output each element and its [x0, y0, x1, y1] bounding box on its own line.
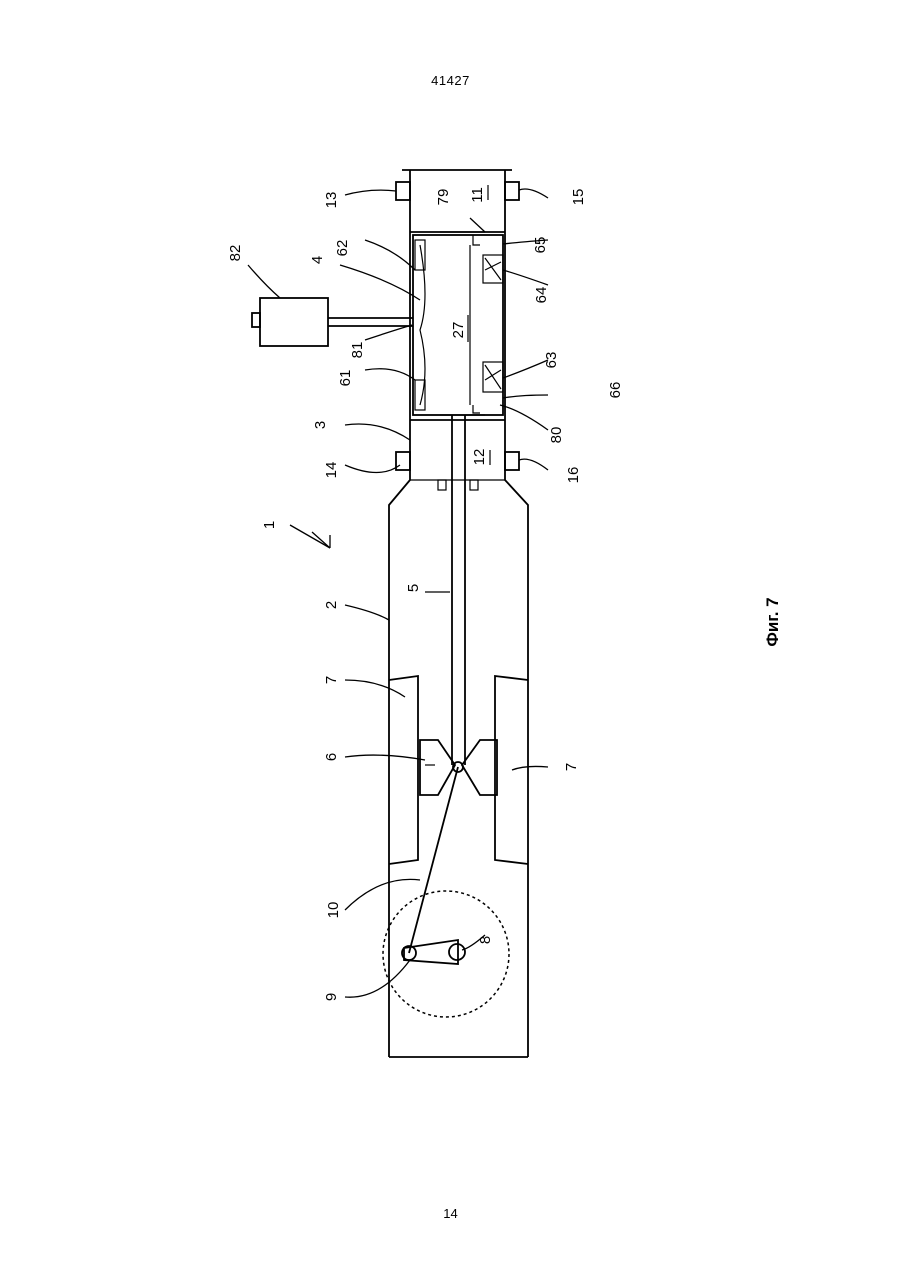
label-61: 61	[337, 370, 354, 387]
label-4: 4	[309, 256, 326, 264]
label-62: 62	[334, 240, 351, 257]
label-2: 2	[323, 601, 340, 609]
label-9: 9	[323, 993, 340, 1001]
figure-caption: Фиг. 7	[763, 597, 782, 646]
label-3: 3	[312, 421, 329, 429]
label-7-top: 7	[323, 676, 340, 684]
label-64: 64	[533, 287, 550, 304]
label-13: 13	[323, 192, 340, 209]
elements-7	[389, 676, 528, 864]
label-81: 81	[349, 342, 366, 359]
label-6: 6	[323, 753, 340, 761]
label-63: 63	[543, 352, 560, 369]
label-12: 12	[471, 449, 488, 466]
label-7-bottom: 7	[563, 763, 580, 771]
label-5: 5	[405, 584, 422, 592]
label-80: 80	[548, 427, 565, 444]
label-8: 8	[477, 936, 494, 944]
label-15: 15	[570, 189, 587, 206]
label-79: 79	[435, 189, 452, 206]
motor-82	[252, 298, 413, 346]
label-65: 65	[532, 237, 549, 254]
label-27: 27	[450, 322, 467, 339]
label-16: 16	[565, 467, 582, 484]
piston-rod	[438, 415, 478, 765]
label-11: 11	[469, 187, 486, 203]
label-1: 1	[261, 521, 278, 529]
crank-mechanism	[383, 767, 509, 1017]
label-10: 10	[325, 902, 342, 919]
main-housing	[389, 170, 528, 1057]
label-66: 66	[607, 382, 624, 399]
label-14: 14	[323, 462, 340, 479]
label-82: 82	[227, 245, 244, 262]
page-number: 14	[0, 1206, 901, 1221]
